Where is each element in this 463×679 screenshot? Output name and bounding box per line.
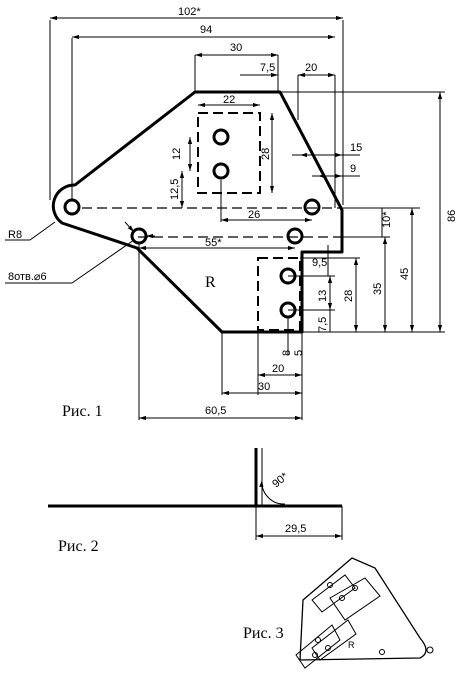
dim-60-5: 60,5 bbox=[205, 405, 226, 417]
part-label: R bbox=[205, 274, 216, 291]
dim-22: 22 bbox=[223, 94, 235, 106]
caption-fig3: Рис. 3 bbox=[243, 625, 284, 642]
dim-20-top: 20 bbox=[305, 62, 317, 74]
dim-20-bottom: 20 bbox=[272, 363, 284, 375]
hole bbox=[212, 162, 230, 180]
hole bbox=[63, 198, 81, 216]
dim-15: 15 bbox=[350, 142, 362, 154]
dim-35: 35 bbox=[372, 283, 384, 295]
dim-28-left: 28 bbox=[260, 148, 272, 160]
dim-55: 55* bbox=[205, 237, 222, 249]
dimensions-right: 86 45 35 10* 28 9,5 13 7,5 bbox=[280, 91, 458, 333]
dim-12-5: 12,5 bbox=[169, 179, 181, 200]
dim-94: 94 bbox=[200, 24, 212, 36]
dim-102: 102* bbox=[178, 6, 201, 18]
dim-12: 12 bbox=[171, 148, 183, 160]
callout-radius: R8 bbox=[8, 229, 22, 241]
callout-holes: 8отв.⌀6 bbox=[8, 271, 47, 283]
hole bbox=[212, 128, 230, 146]
dim-26: 26 bbox=[248, 209, 260, 221]
hole bbox=[303, 198, 321, 216]
holes bbox=[63, 128, 321, 319]
dim-7-5-top: 7,5 bbox=[260, 62, 275, 74]
plate-outline bbox=[51, 90, 344, 334]
lower-window bbox=[257, 257, 301, 331]
figure-1: R 102* 94 30 7,5 20 22 bbox=[5, 6, 458, 421]
dim-13: 13 bbox=[317, 290, 329, 302]
dim-30-top: 30 bbox=[230, 42, 242, 54]
dimensions-bottom: 8 5 20 30 60,5 bbox=[139, 317, 305, 421]
hole bbox=[130, 227, 148, 245]
iso-plate bbox=[299, 557, 427, 661]
figure-3: R Рис. 3 bbox=[243, 557, 434, 669]
dim-angle: 90* bbox=[270, 470, 291, 490]
dim-28-right: 28 bbox=[343, 290, 355, 302]
dim-9-5: 9,5 bbox=[312, 257, 327, 269]
dim-5: 5 bbox=[293, 350, 305, 356]
dim-29-5: 29,5 bbox=[285, 523, 306, 535]
upper-window bbox=[197, 112, 261, 194]
caption-fig2: Рис. 2 bbox=[58, 538, 99, 555]
dim-8: 8 bbox=[281, 350, 293, 356]
caption-fig1: Рис. 1 bbox=[62, 403, 103, 420]
callouts: R8 8отв.⌀6 bbox=[5, 221, 155, 284]
dim-9: 9 bbox=[350, 163, 356, 175]
dimensions-top: 102* 94 30 7,5 20 22 12 28 bbox=[49, 6, 362, 420]
dim-10: 10* bbox=[381, 211, 393, 228]
dim-7-5-bottom: 7,5 bbox=[317, 317, 329, 332]
dim-30-bottom: 30 bbox=[258, 381, 270, 393]
svg-text:R: R bbox=[348, 640, 355, 650]
hole bbox=[286, 227, 304, 245]
dim-86: 86 bbox=[446, 210, 458, 222]
figure-2: 90* 29,5 Рис. 2 bbox=[48, 448, 343, 555]
dim-45: 45 bbox=[399, 268, 411, 280]
